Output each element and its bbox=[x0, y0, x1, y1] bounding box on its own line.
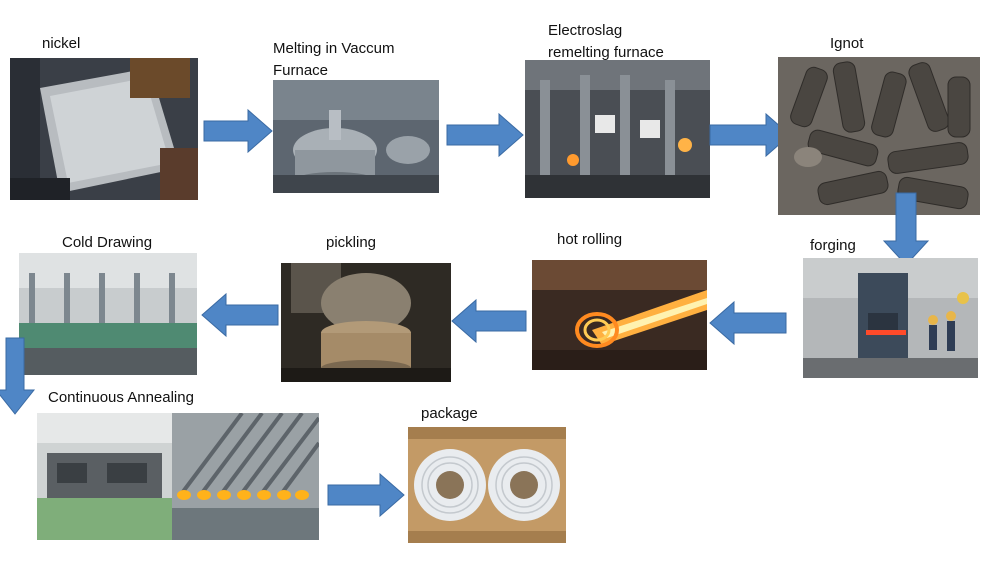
arrow-melting-to-electroslag bbox=[446, 112, 524, 158]
hot-rolling-label: hot rolling bbox=[557, 231, 623, 248]
cold-drawing-photo bbox=[19, 253, 197, 375]
arrow-annealing-to-package bbox=[327, 472, 405, 518]
arrow-nickel-to-melting bbox=[203, 108, 273, 154]
nickel-photo bbox=[10, 58, 198, 200]
melting-photo bbox=[273, 80, 439, 193]
melting-label-line1: Melting in Vaccum bbox=[273, 40, 395, 57]
electroslag-label-line2: remelting furnace bbox=[548, 44, 664, 61]
arrow-cold-drawing-to-annealing bbox=[0, 337, 36, 415]
arrow-forging-to-hot-rolling bbox=[709, 300, 787, 346]
electroslag-photo bbox=[525, 60, 710, 198]
ingot-photo bbox=[778, 57, 980, 215]
annealing-label: Continuous Annealing bbox=[48, 389, 194, 406]
annealing-photo-left bbox=[37, 413, 172, 540]
annealing-photo-right bbox=[172, 413, 319, 540]
pickling-label: pickling bbox=[326, 234, 377, 251]
melting-label-line2: Furnace bbox=[273, 62, 329, 79]
nickel-label: nickel bbox=[42, 35, 81, 52]
forging-photo bbox=[803, 258, 978, 378]
forging-label: forging bbox=[810, 237, 856, 254]
arrow-ingot-to-forging bbox=[882, 192, 930, 266]
ingot-label: Ignot bbox=[830, 35, 864, 52]
hot-rolling-photo bbox=[532, 260, 707, 370]
package-label: package bbox=[421, 405, 478, 422]
electroslag-label-line1: Electroslag bbox=[548, 22, 623, 39]
package-photo bbox=[408, 427, 566, 543]
cold-drawing-label: Cold Drawing bbox=[62, 234, 153, 251]
arrow-pickling-to-cold-drawing bbox=[201, 292, 279, 338]
pickling-photo bbox=[281, 263, 451, 382]
arrow-hot-rolling-to-pickling bbox=[451, 298, 527, 344]
